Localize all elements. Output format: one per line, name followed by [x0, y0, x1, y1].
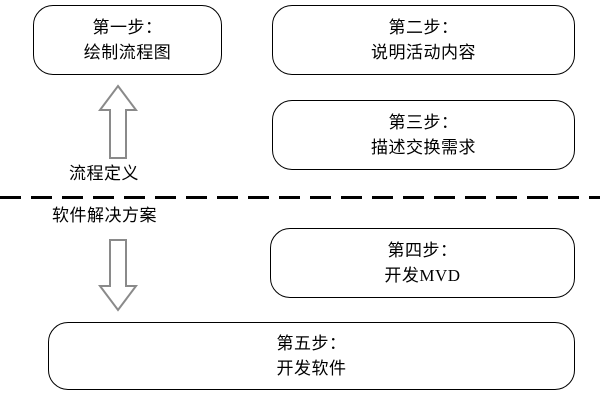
step-box-3-body: 描述交换需求	[371, 138, 476, 157]
arrow-down-icon	[97, 238, 139, 312]
step-box-4-body: 开发MVD	[384, 266, 461, 285]
step-box-5-title: 第五步：	[276, 334, 347, 353]
step-box-2-body: 说明活动内容	[371, 43, 476, 62]
step-box-3[interactable]: 第三步： 描述交换需求	[272, 100, 575, 170]
step-box-4[interactable]: 第四步： 开发MVD	[270, 228, 575, 298]
step-box-1[interactable]: 第一步： 绘制流程图	[33, 5, 222, 75]
step-box-2-title: 第二步：	[388, 18, 459, 37]
dashed-divider	[0, 196, 600, 199]
step-box-1-title: 第一步：	[92, 18, 163, 37]
step-box-3-title: 第三步：	[388, 113, 459, 132]
step-box-2[interactable]: 第二步： 说明活动内容	[272, 5, 575, 75]
section-label-process-definition: 流程定义	[69, 164, 139, 183]
step-box-1-body: 绘制流程图	[83, 43, 172, 62]
section-label-software-solution: 软件解决方案	[52, 206, 157, 225]
step-box-5[interactable]: 第五步： 开发软件	[48, 322, 575, 390]
arrow-up-icon	[97, 84, 139, 160]
step-box-5-body: 开发软件	[276, 359, 347, 378]
step-box-4-title: 第四步：	[387, 241, 458, 260]
